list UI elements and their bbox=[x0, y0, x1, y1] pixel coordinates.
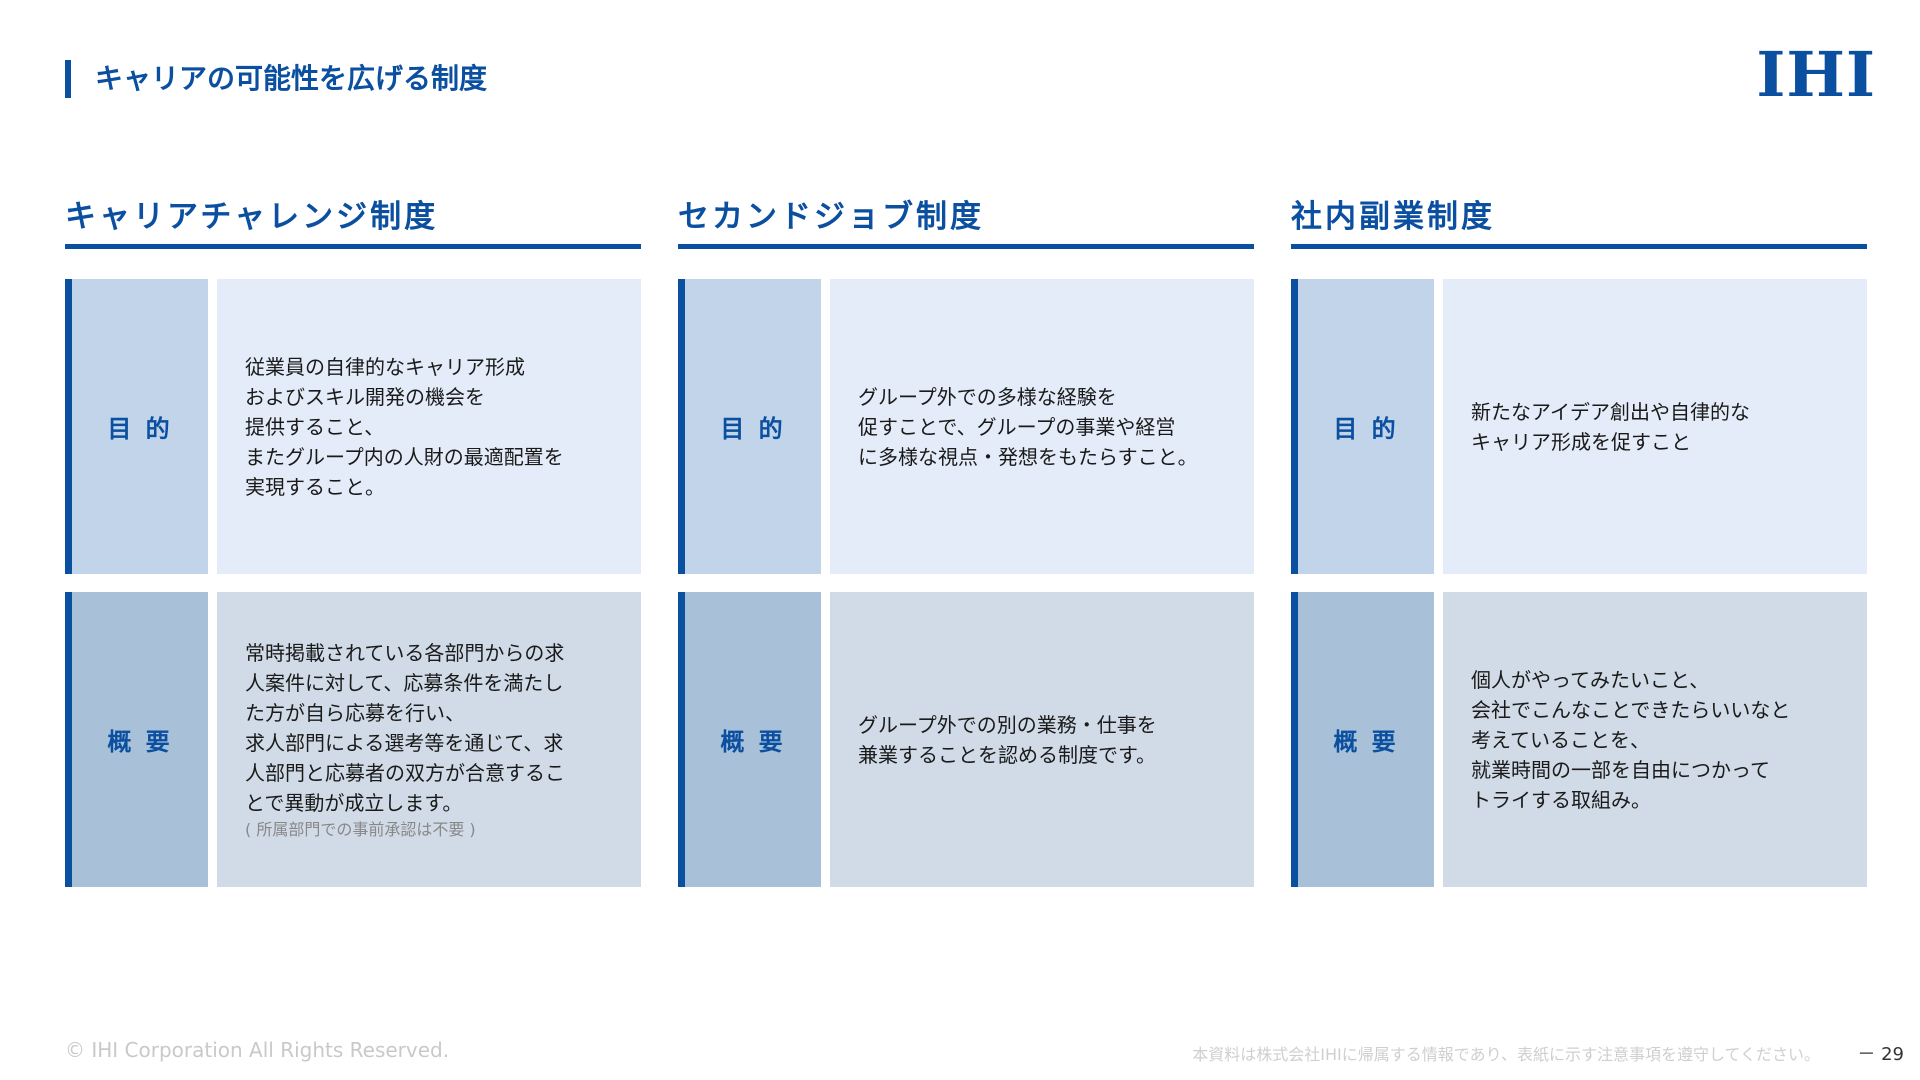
columns: キャリアチャレンジ制度 目 的 従業員の自律的なキャリア形成 およびスキル開発の… bbox=[65, 190, 1867, 890]
column-internal-side-job: 社内副業制度 目 的 新たなアイデア創出や自律的な キャリア形成を促すこと 概 … bbox=[1291, 190, 1867, 890]
column-career-challenge: キャリアチャレンジ制度 目 的 従業員の自律的なキャリア形成 およびスキル開発の… bbox=[65, 190, 641, 890]
purpose-label: 目 的 bbox=[678, 279, 821, 574]
overview-body: グループ外での別の業務・仕事を 兼業することを認める制度です。 bbox=[830, 592, 1254, 887]
ihi-logo: IHI bbox=[1756, 38, 1876, 111]
overview-body: 常時掲載されている各部門からの求 人案件に対して、応募条件を満たし た方が自ら応… bbox=[217, 592, 641, 887]
column-second-job: セカンドジョブ制度 目 的 グループ外での多様な経験を 促すことで、グループの事… bbox=[678, 190, 1254, 890]
overview-row: 概 要 常時掲載されている各部門からの求 人案件に対して、応募条件を満たし た方… bbox=[65, 592, 641, 887]
copyright: © IHI Corporation All Rights Reserved. bbox=[65, 1038, 450, 1062]
purpose-row: 目 的 新たなアイデア創出や自律的な キャリア形成を促すこと bbox=[1291, 279, 1867, 574]
purpose-body: 従業員の自律的なキャリア形成 およびスキル開発の機会を 提供すること、 またグル… bbox=[217, 279, 641, 574]
page-title: キャリアの可能性を広げる制度 bbox=[65, 60, 487, 98]
purpose-text: 従業員の自律的なキャリア形成 およびスキル開発の機会を 提供すること、 またグル… bbox=[245, 354, 564, 499]
page-number: － 29 bbox=[1857, 1044, 1904, 1065]
overview-text: 常時掲載されている各部門からの求 人案件に対して、応募条件を満たし た方が自ら応… bbox=[245, 640, 565, 815]
purpose-body: グループ外での多様な経験を 促すことで、グループの事業や経営 に多様な視点・発想… bbox=[830, 279, 1254, 574]
purpose-text: 新たなアイデア創出や自律的な キャリア形成を促すこと bbox=[1471, 399, 1750, 454]
overview-text: グループ外での別の業務・仕事を 兼業することを認める制度です。 bbox=[858, 712, 1157, 767]
purpose-body: 新たなアイデア創出や自律的な キャリア形成を促すこと bbox=[1443, 279, 1867, 574]
overview-body: 個人がやってみたいこと、 会社でこんなことできたらいいなと 考えていることを、 … bbox=[1443, 592, 1867, 887]
column-title: 社内副業制度 bbox=[1291, 190, 1867, 249]
confidentiality-notice: 本資料は株式会社IHIに帰属する情報であり、表紙に示す注意事項を遵守してください… bbox=[1192, 1045, 1820, 1064]
overview-text: 個人がやってみたいこと、 会社でこんなことできたらいいなと 考えていることを、 … bbox=[1471, 667, 1791, 812]
overview-label: 概 要 bbox=[65, 592, 208, 887]
overview-row: 概 要 個人がやってみたいこと、 会社でこんなことできたらいいなと 考えているこ… bbox=[1291, 592, 1867, 887]
purpose-label: 目 的 bbox=[65, 279, 208, 574]
purpose-text: グループ外での多様な経験を 促すことで、グループの事業や経営 に多様な視点・発想… bbox=[858, 384, 1198, 469]
overview-label: 概 要 bbox=[678, 592, 821, 887]
purpose-row: 目 的 グループ外での多様な経験を 促すことで、グループの事業や経営 に多様な視… bbox=[678, 279, 1254, 574]
column-title: セカンドジョブ制度 bbox=[678, 190, 1254, 249]
purpose-label: 目 的 bbox=[1291, 279, 1434, 574]
overview-label: 概 要 bbox=[1291, 592, 1434, 887]
overview-row: 概 要 グループ外での別の業務・仕事を 兼業することを認める制度です。 bbox=[678, 592, 1254, 887]
purpose-row: 目 的 従業員の自律的なキャリア形成 およびスキル開発の機会を 提供すること、 … bbox=[65, 279, 641, 574]
overview-note: ( 所属部門での事前承認は不要 ) bbox=[245, 819, 476, 839]
column-title: キャリアチャレンジ制度 bbox=[65, 190, 641, 249]
